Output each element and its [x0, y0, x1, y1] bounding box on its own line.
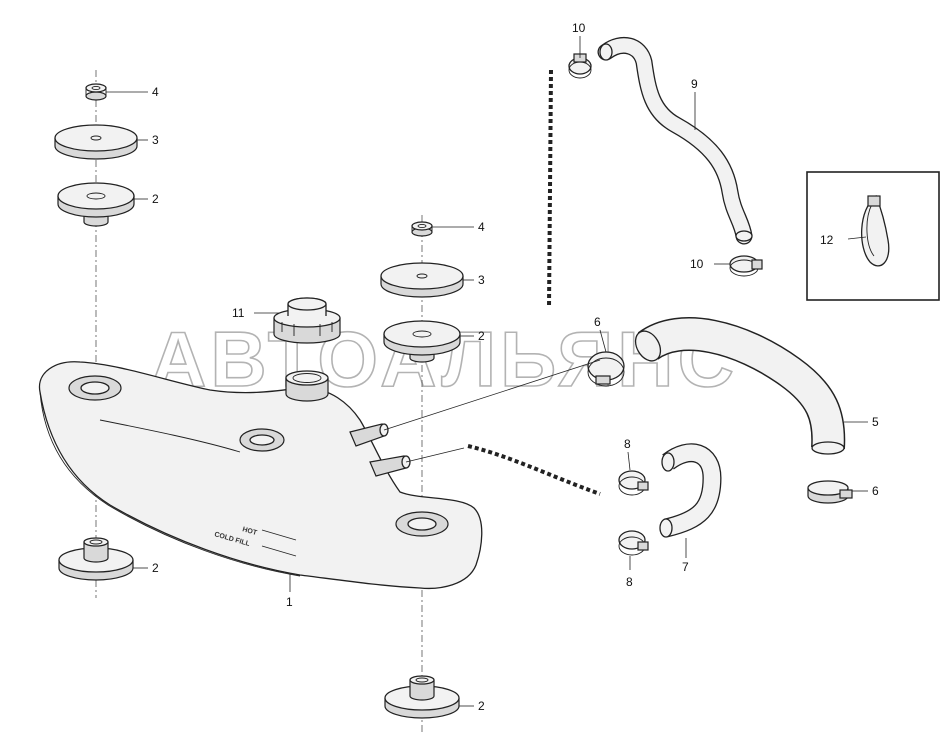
hose-small [659, 443, 722, 538]
rubber-bushing-right-lower [384, 675, 460, 719]
callout-8-bottom: 8 [626, 575, 633, 589]
hose-large [634, 317, 846, 455]
connection-line-lower [405, 447, 465, 463]
rubber-bushing-left-lower [58, 537, 134, 581]
washer-right [380, 262, 464, 298]
hot-marking: HOT [241, 526, 258, 537]
nut-left [85, 83, 107, 101]
cable-tie [860, 194, 890, 267]
clamp-hose-small-bottom [618, 530, 649, 556]
callout-2-left-upper: 2 [152, 192, 159, 206]
callout-7: 7 [682, 560, 689, 574]
callout-10-top: 10 [572, 21, 586, 35]
dashed-route-upper [547, 69, 553, 309]
connection-line-upper [383, 359, 601, 431]
callout-2-left-lower: 2 [152, 561, 159, 575]
nut-right [411, 221, 433, 237]
rubber-bushing-right-upper [383, 320, 461, 363]
callout-11: 11 [232, 306, 245, 320]
callout-2-right-upper: 2 [478, 329, 485, 343]
callout-6-bottom: 6 [872, 484, 879, 498]
callout-2-right-lower: 2 [478, 699, 485, 713]
callout-3-left: 3 [152, 133, 159, 147]
clamp-hose-upper-bottom [729, 255, 763, 277]
dashed-route-lower [467, 444, 601, 496]
washer-left [54, 124, 138, 160]
callout-4-right: 4 [478, 220, 485, 234]
callout-numbers: 4 3 2 2 4 3 2 2 1 11 10 10 9 5 6 6 8 8 7… [152, 21, 879, 713]
callout-3-right: 3 [478, 273, 485, 287]
callout-5: 5 [872, 415, 879, 429]
callout-4-left: 4 [152, 85, 159, 99]
callout-8-top: 8 [624, 437, 631, 451]
callout-9: 9 [691, 77, 698, 91]
filler-cap [273, 297, 341, 344]
callout-12: 12 [820, 233, 834, 247]
clamp-hose-small-top [618, 470, 649, 496]
clamp-hose-large-bottom [807, 480, 853, 504]
callout-10-bottom: 10 [690, 257, 704, 271]
expansion-tank: HOT COLD FILL [38, 361, 483, 590]
rubber-bushing-left-upper [57, 182, 135, 227]
callout-1: 1 [286, 595, 293, 609]
callout-6-top: 6 [594, 315, 601, 329]
hose-upper [597, 36, 753, 245]
leader-lines [106, 36, 868, 707]
